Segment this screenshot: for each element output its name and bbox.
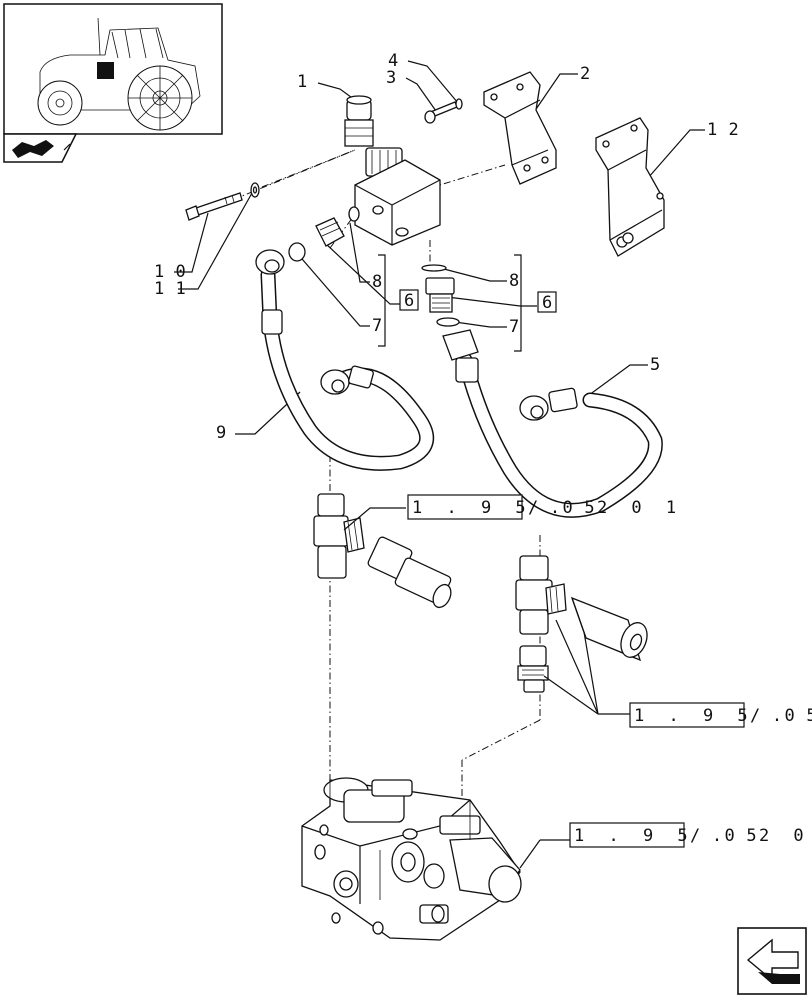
part-7-oring-right xyxy=(436,317,460,327)
callout-11: 1 1 xyxy=(154,279,186,299)
valve-block xyxy=(354,159,441,246)
reference-middle[interactable]: 1 . 9 5 . 5 / 0 2 xyxy=(629,702,812,728)
callout-10: 1 0 xyxy=(154,262,186,282)
reference-bottom-boxed: 1 . 9 5 . 5 xyxy=(574,826,764,846)
part-4-washer xyxy=(455,98,463,110)
next-page-arrow-icon[interactable] xyxy=(737,927,807,995)
reference-bottom[interactable]: 1 . 9 5 . 5 / 0 2 0 1 xyxy=(569,822,812,848)
callout-6-left: 6 xyxy=(404,291,415,311)
callout-1: 1 xyxy=(297,72,308,92)
callout-2: 2 xyxy=(580,64,591,84)
reference-top-suffix: / 0 2 0 1 xyxy=(528,498,683,518)
part-8-seal-left xyxy=(348,206,360,222)
callout-8-left: 8 xyxy=(372,272,383,292)
control-valve-assembly xyxy=(301,777,570,941)
reference-middle-suffix: / 0 2 xyxy=(750,706,812,726)
part-10-bolt xyxy=(185,192,243,221)
callout-7-right: 7 xyxy=(509,317,520,337)
part-6-adapter-right xyxy=(425,277,455,313)
tractor-thumbnail-icon xyxy=(3,3,223,135)
reference-bottom-suffix: / 0 2 0 1 xyxy=(690,826,812,846)
callout-5: 5 xyxy=(650,355,661,375)
part-11-washer xyxy=(250,182,260,198)
book-section-icon xyxy=(3,133,78,163)
callout-labels: 1 2 3 4 5 9 1 0 1 1 1 2 8 6 7 8 6 7 xyxy=(154,51,739,443)
part-2-bracket xyxy=(483,71,557,185)
callout-4: 4 xyxy=(388,51,399,71)
tee-fitting-upper-left xyxy=(313,493,452,609)
part-12-bracket xyxy=(595,117,665,257)
part-5-hose xyxy=(442,329,663,518)
part-1-connector-fitting xyxy=(344,95,403,177)
leader-lines xyxy=(174,60,705,435)
callout-7-left: 7 xyxy=(372,316,383,336)
tee-fitting-lower-right xyxy=(515,555,648,662)
callout-9: 9 xyxy=(216,423,227,443)
part-3-screw xyxy=(424,101,458,124)
reference-top[interactable]: 1 . 9 5 . 5 / 0 2 0 1 xyxy=(407,494,683,520)
callout-3: 3 xyxy=(386,68,397,88)
callout-6-right: 6 xyxy=(542,293,553,313)
part-9-hose xyxy=(255,249,435,471)
callout-12: 1 2 xyxy=(707,120,739,140)
part-6-adapter-left xyxy=(315,217,345,247)
mid-ref-leaders xyxy=(343,507,630,715)
part-7-oring-left xyxy=(288,242,306,262)
adapter-fitting-small xyxy=(517,645,549,693)
callout-8-right: 8 xyxy=(509,271,520,291)
part-8-seal-right xyxy=(421,264,447,272)
reference-top-boxed: 1 . 9 5 . 5 xyxy=(412,498,602,518)
reference-middle-boxed: 1 . 9 5 . 5 xyxy=(634,706,812,726)
